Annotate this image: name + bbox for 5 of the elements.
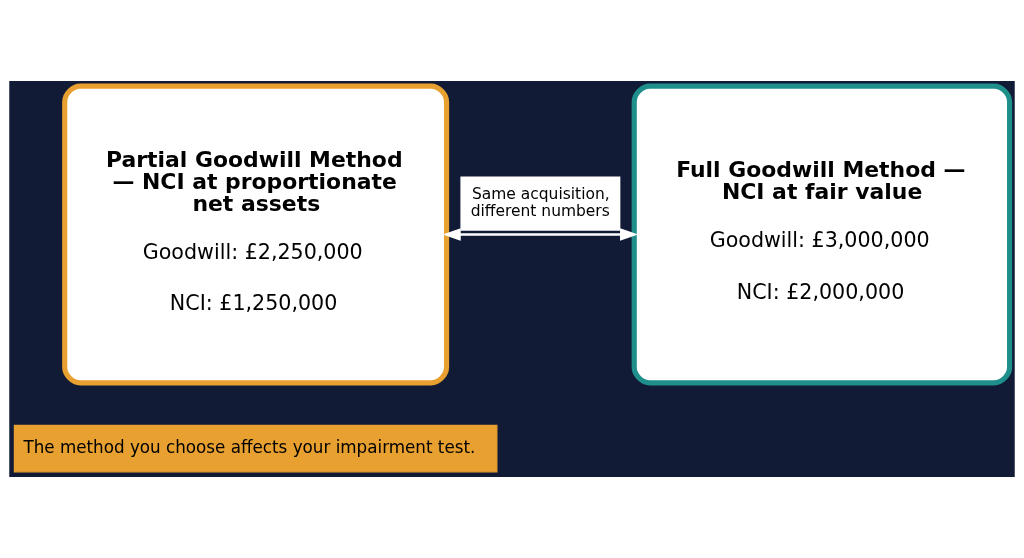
node-box: Full Goodwill Method — NCI at fair value Goodwill: £3,000,000 NCI: £2,000,000 <box>631 83 1013 386</box>
node-box: Partial Goodwill Method — NCI at proportionate net assets Goodwill: £2,250,000 NCI: £1,250,000 <box>62 83 450 386</box>
node-box: The method you choose affects your impairment test. <box>13 424 498 473</box>
edge-label: Same acquisition, different numbers <box>470 185 610 220</box>
arrow <box>442 228 639 241</box>
